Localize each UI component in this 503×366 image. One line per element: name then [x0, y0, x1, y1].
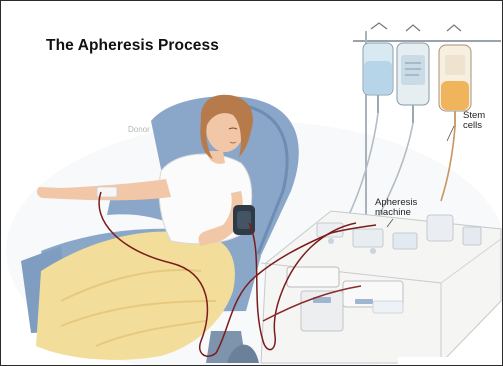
stem-cells-label: Stem cells	[463, 111, 485, 131]
donor-label: Donor	[128, 125, 150, 135]
apheresis-machine-label-line2: machine	[375, 208, 417, 218]
apheresis-machine-label: Apheresis machine	[375, 198, 417, 218]
page-title: The Apheresis Process	[46, 37, 219, 55]
stem-cells-label-line2: cells	[463, 121, 485, 131]
corner-mask	[398, 357, 502, 365]
